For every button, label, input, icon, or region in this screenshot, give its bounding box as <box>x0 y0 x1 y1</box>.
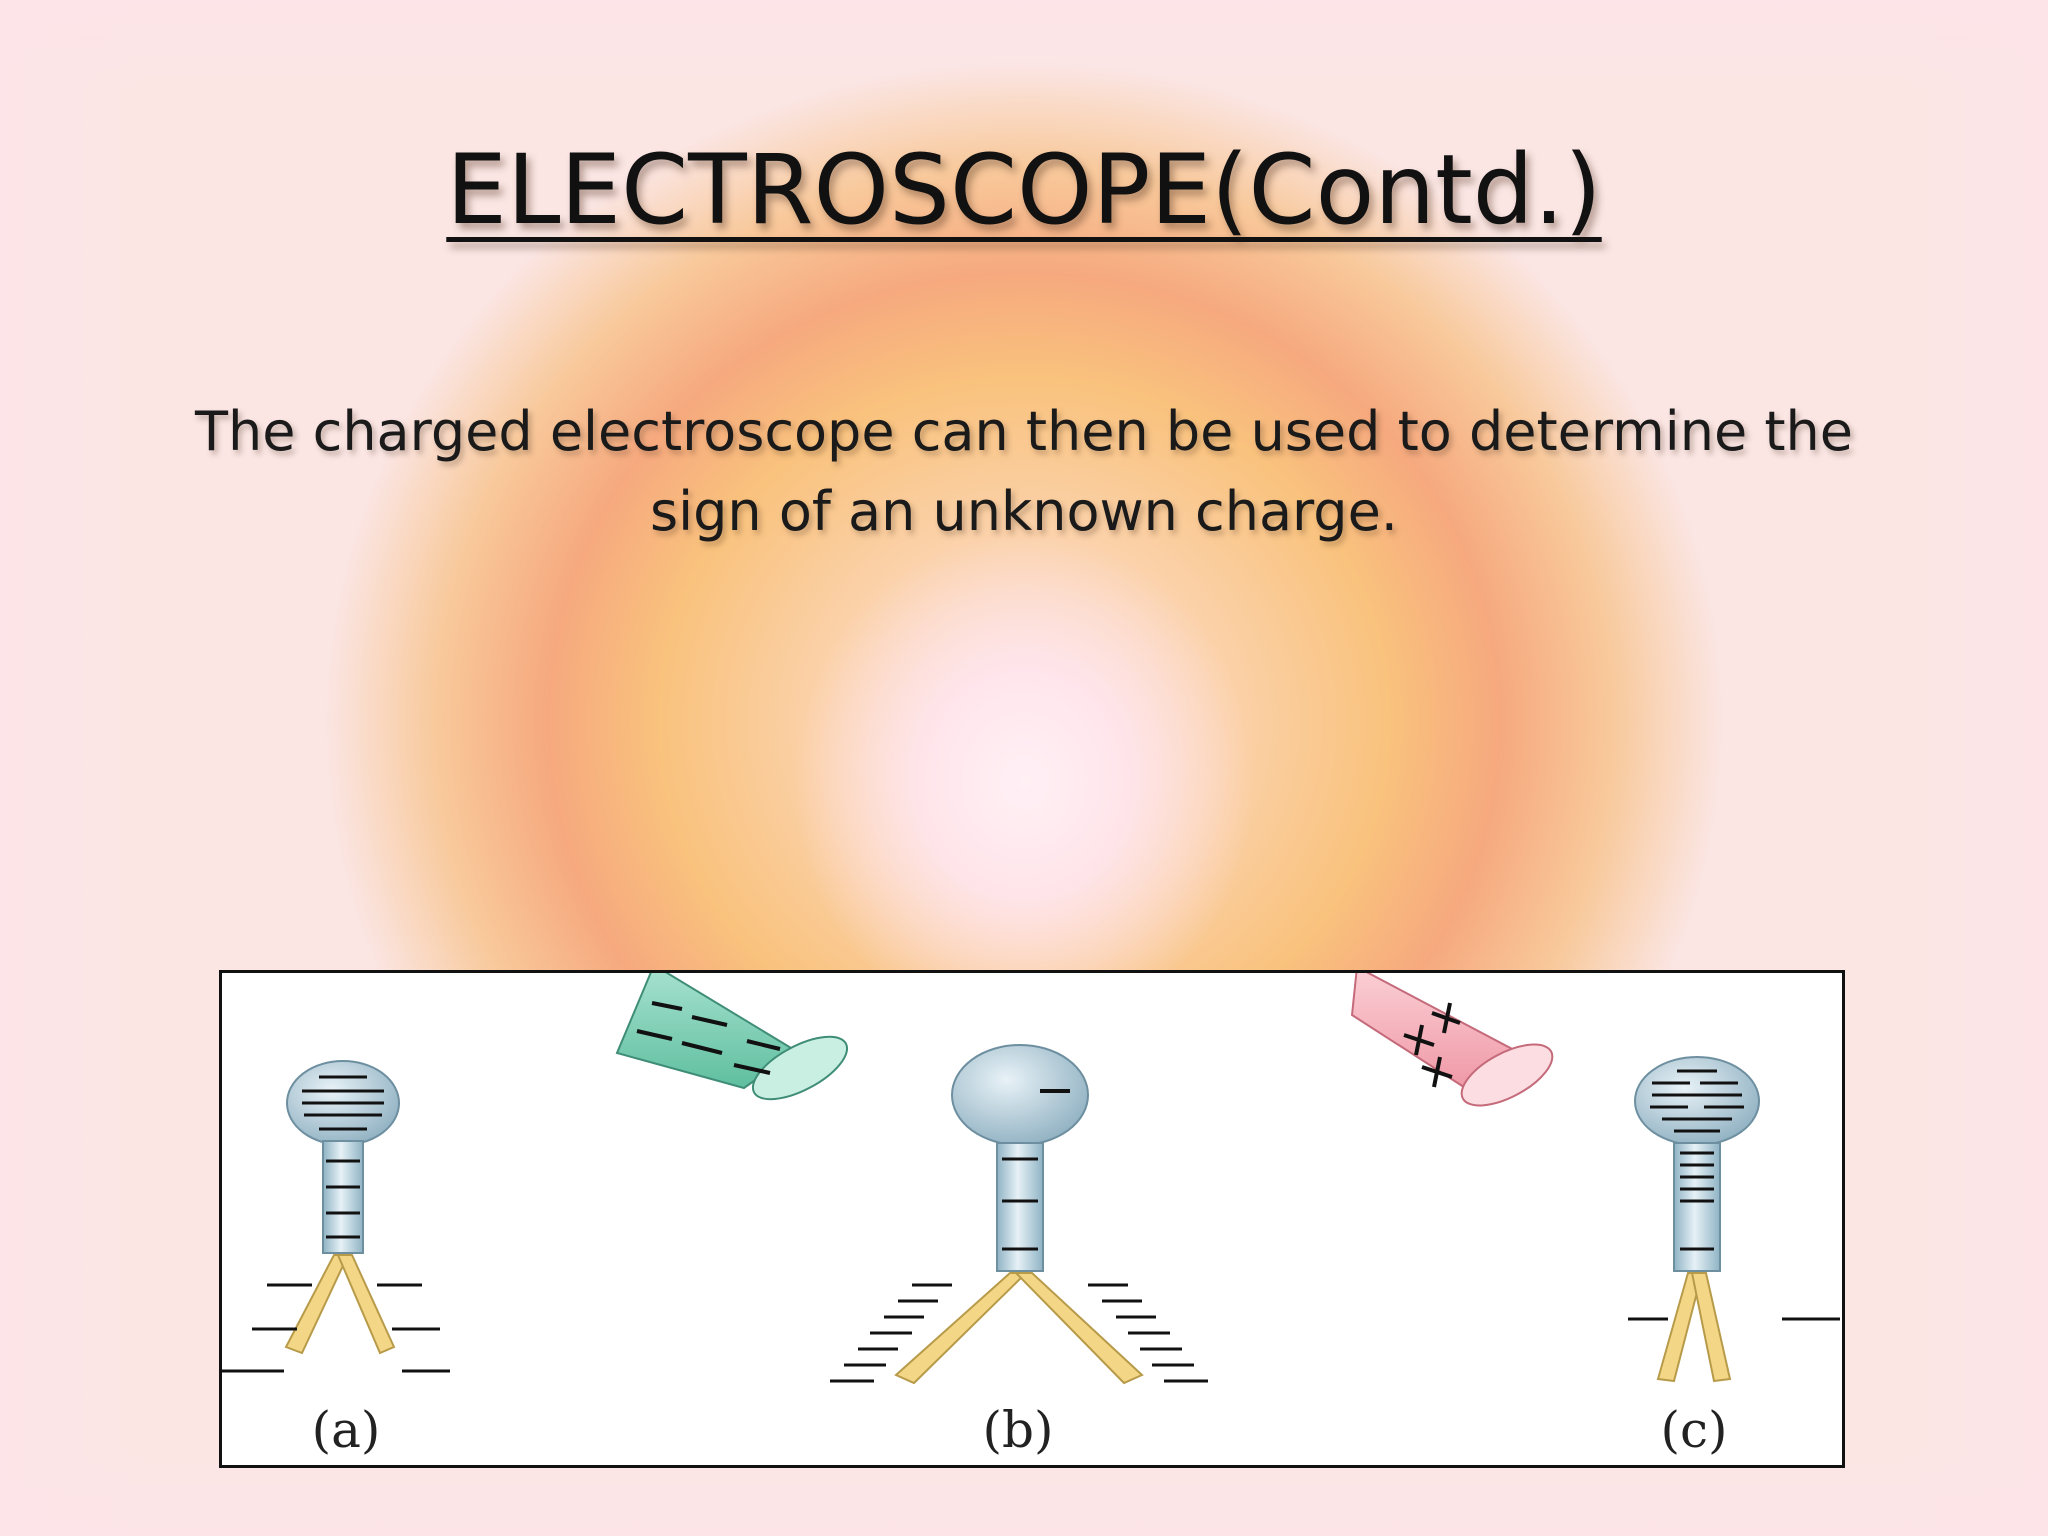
negative-rod <box>615 973 849 1101</box>
electroscope-diagram <box>222 973 1840 1385</box>
panel-label-b: (b) <box>982 1401 1054 1459</box>
electroscope-b <box>830 1044 1208 1385</box>
electroscope-figure: (a) (b) (c) <box>219 970 1845 1468</box>
panel-label-c: (c) <box>1660 1401 1728 1459</box>
slide-title-text: ELECTROSCOPE(Contd.) <box>446 134 1602 246</box>
slide-title: ELECTROSCOPE(Contd.) <box>0 130 2048 250</box>
slide-body-text: The charged electroscope can then be use… <box>120 392 1928 552</box>
electroscope-c <box>1628 1056 1840 1383</box>
body-line-1: The charged electroscope can then be use… <box>195 400 1853 463</box>
body-line-2: sign of an unknown charge. <box>650 480 1398 543</box>
electroscope-a <box>222 1060 450 1373</box>
panel-label-a: (a) <box>311 1401 381 1459</box>
positive-rod <box>1350 973 1554 1107</box>
